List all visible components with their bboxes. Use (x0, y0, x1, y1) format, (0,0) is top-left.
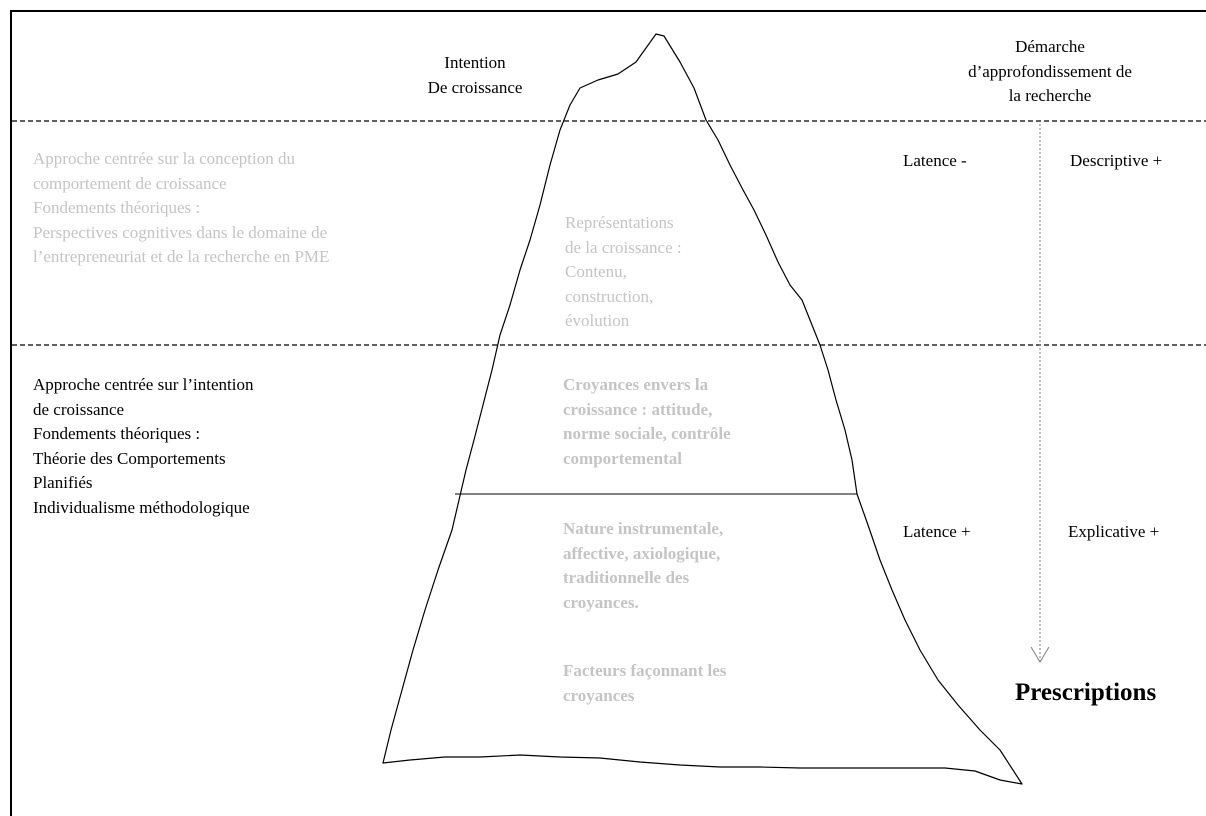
intention-approach-line: Planifiés (33, 473, 93, 492)
demarche-heading-line: la recherche (1008, 86, 1092, 105)
intention-heading-line: Intention (444, 53, 506, 72)
latence-minus-label: Latence - (903, 151, 967, 170)
nature-text: Nature instrumentale, affective, axiolog… (563, 517, 723, 615)
nature-line: Nature instrumentale, (563, 519, 724, 538)
croyances-line: croissance : attitude, (563, 399, 713, 419)
cognitive-approach-line: Perspectives cognitives dans le domaine … (33, 222, 328, 242)
representations-text: Représentations de la croissance : Conte… (565, 211, 682, 334)
cognitive-approach-line: Fondements théoriques : (33, 198, 201, 217)
cognitive-approach-line: comportement de croissance (33, 173, 227, 193)
intention-heading-line: De croissance (427, 77, 523, 97)
nature-line: affective, axiologique, (563, 543, 721, 563)
facteurs-line: Facteurs façonnant les (563, 661, 727, 680)
descriptive-plus-label: Descriptive + (1070, 151, 1163, 170)
depth-arrow-head (1030, 646, 1050, 664)
intention-approach-line: Théorie des Comportements (33, 448, 226, 468)
demarche-heading-line: d’approfondissement de (968, 61, 1132, 81)
cognitive-approach-line: l’entrepreneuriat et de la recherche en … (33, 247, 330, 266)
demarche-heading-line: Démarche (1015, 37, 1085, 56)
representations-line: évolution (565, 311, 630, 330)
iceberg-outline (382, 33, 1023, 785)
croyances-line: Croyances envers la (563, 375, 709, 394)
croyances-line: comportemental (563, 448, 682, 468)
nature-line: croyances. (563, 592, 639, 612)
intention-heading: Intention De croissance (395, 51, 555, 100)
representations-line: de la croissance : (565, 237, 682, 257)
prescriptions-label: Prescriptions (1015, 679, 1157, 706)
latence-plus-label: Latence + (903, 522, 971, 541)
representations-line: construction, (565, 286, 654, 306)
cognitive-approach-line: Approche centrée sur la conception du (33, 149, 295, 168)
nature-line: traditionnelle des (563, 568, 690, 587)
representations-line: Contenu, (565, 262, 627, 281)
diagram-frame (10, 10, 1206, 816)
facteurs-text: Facteurs façonnant les croyances (563, 659, 726, 708)
representations-line: Représentations (565, 213, 674, 232)
croyances-line: norme sociale, contrôle (563, 424, 731, 443)
cognitive-approach-text: Approche centrée sur la conception du co… (33, 147, 329, 270)
intention-approach-line: Fondements théoriques : (33, 424, 201, 443)
intention-approach-line: de croissance (33, 399, 125, 419)
demarche-heading: Démarche d’approfondissement de la reche… (940, 35, 1160, 109)
explicative-plus-label: Explicative + (1068, 522, 1160, 541)
croyances-text: Croyances envers la croissance : attitud… (563, 373, 731, 471)
intention-approach-line: Individualisme méthodologique (33, 497, 250, 517)
facteurs-line: croyances (563, 685, 635, 705)
intention-approach-line: Approche centrée sur l’intention (33, 375, 254, 394)
intention-approach-text: Approche centrée sur l’intention de croi… (33, 373, 253, 520)
